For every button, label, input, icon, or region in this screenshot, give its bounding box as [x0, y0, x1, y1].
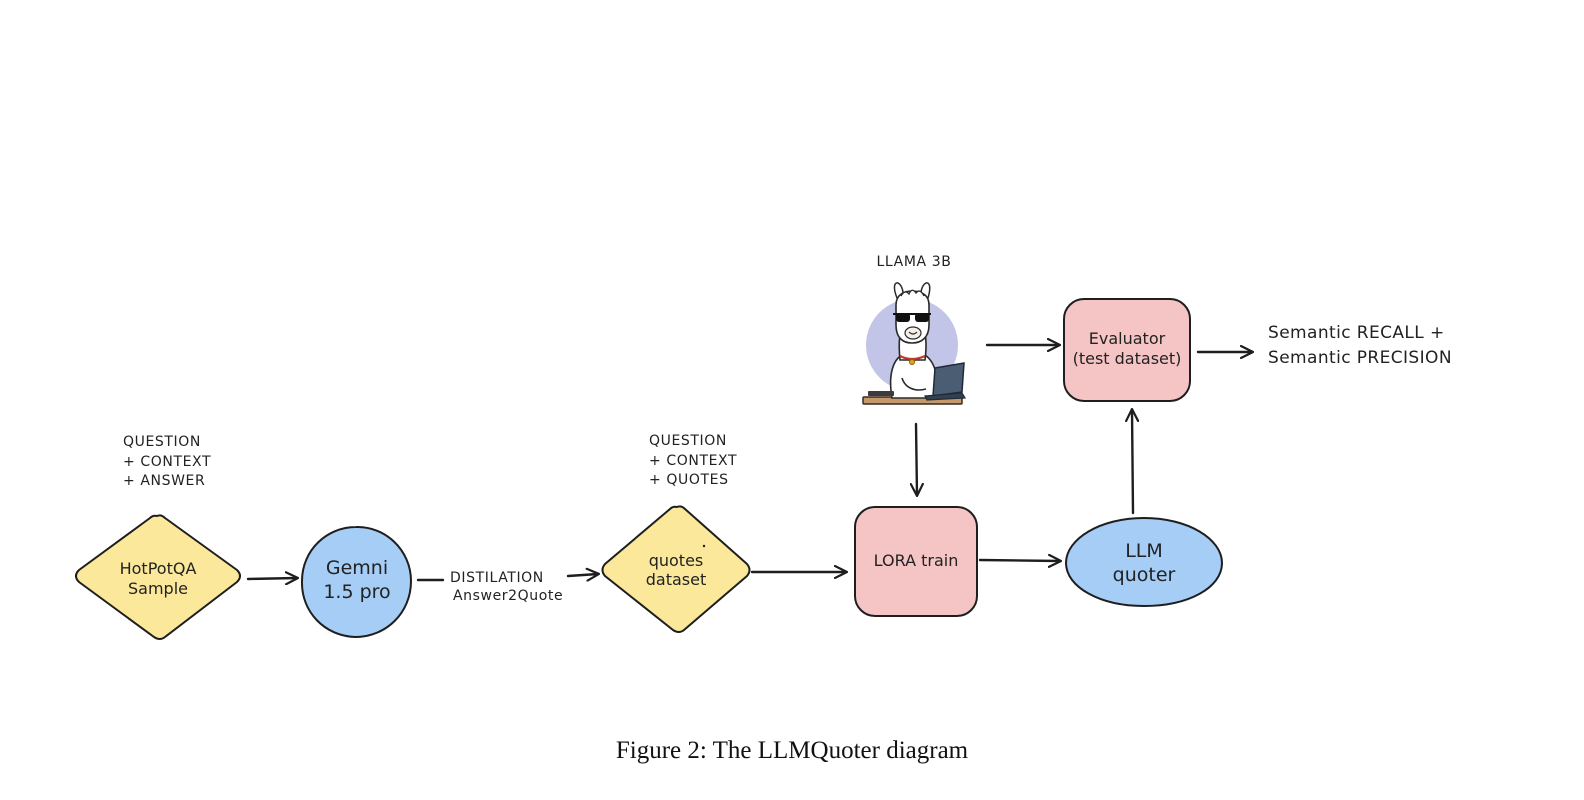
arrow-llm-quoter-to-evaluator [1132, 410, 1133, 515]
dataset-field-question: QUESTION [649, 433, 727, 449]
arrow-lora-train-to-llm-quoter [978, 560, 1060, 561]
figure-caption: Figure 2: The LLMQuoter diagram [615, 737, 969, 764]
lora-train-box-shape [854, 506, 978, 617]
semantic-precision-label: Semantic PRECISION [1268, 348, 1452, 368]
arrow-distillation-to-quotes-dataset [566, 574, 598, 576]
input-field-context: + CONTEXT [123, 454, 211, 470]
llm-quoter-label-line2: quoter [1113, 564, 1176, 586]
dataset-field-quotes: + QUOTES [649, 472, 729, 488]
quotes-dataset-label-line2: dataset [646, 570, 707, 589]
input-field-question: QUESTION [123, 434, 201, 450]
hotpotqa-sample-node: HotPotQA Sample [75, 514, 241, 640]
arrow-llama-to-lora-train [916, 422, 917, 495]
hotpotqa-label-line2: Sample [128, 579, 188, 598]
llama-label: LLAMA 3B [877, 254, 952, 270]
dataset-fields-annotation: QUESTION + CONTEXT + QUOTES [649, 433, 737, 488]
dataset-field-context: + CONTEXT [649, 453, 737, 469]
semantic-recall-label: Semantic RECALL + [1268, 323, 1445, 343]
distillation-label: DISTILATION Answer2Quote [450, 570, 563, 604]
gemini-label-line2: 1.5 pro [323, 581, 390, 603]
distillation-label-line1: DISTILATION [450, 570, 544, 586]
quotes-dataset-diamond-shape [601, 505, 751, 633]
stray-dot [702, 544, 706, 548]
evaluator-label-line2: (test dataset) [1073, 349, 1182, 368]
distillation-label-line2: Answer2Quote [453, 588, 563, 604]
gemini-label-line1: Gemni [326, 557, 388, 579]
semantic-metrics-output: Semantic RECALL + Semantic PRECISION [1268, 323, 1452, 368]
arrow-hotpotqa-to-gemini [246, 578, 297, 579]
hotpotqa-label-line1: HotPotQA [120, 559, 197, 578]
quotes-dataset-label-line1: quotes [649, 551, 704, 570]
llm-quoter-label-line1: LLM [1125, 540, 1163, 562]
gemini-node: Gemni 1.5 pro [300, 525, 412, 638]
llama-with-sunglasses-at-computer-icon [862, 282, 967, 405]
hotpotqa-diamond-shape [75, 514, 241, 640]
quotes-dataset-node: quotes dataset [601, 505, 751, 633]
evaluator-label-line1: Evaluator [1089, 329, 1166, 348]
input-fields-annotation: QUESTION + CONTEXT + ANSWER [123, 434, 211, 489]
lora-train-label: LORA train [874, 551, 959, 570]
llm-quoter-node: LLM quoter [1065, 517, 1223, 607]
lora-train-node: LORA train [854, 506, 978, 617]
evaluator-box-shape [1063, 298, 1191, 402]
evaluator-node: Evaluator (test dataset) [1063, 298, 1191, 402]
input-field-answer: + ANSWER [123, 473, 205, 489]
gemini-circle-shape [300, 525, 412, 638]
llm-quoter-ellipse-shape [1065, 517, 1223, 607]
